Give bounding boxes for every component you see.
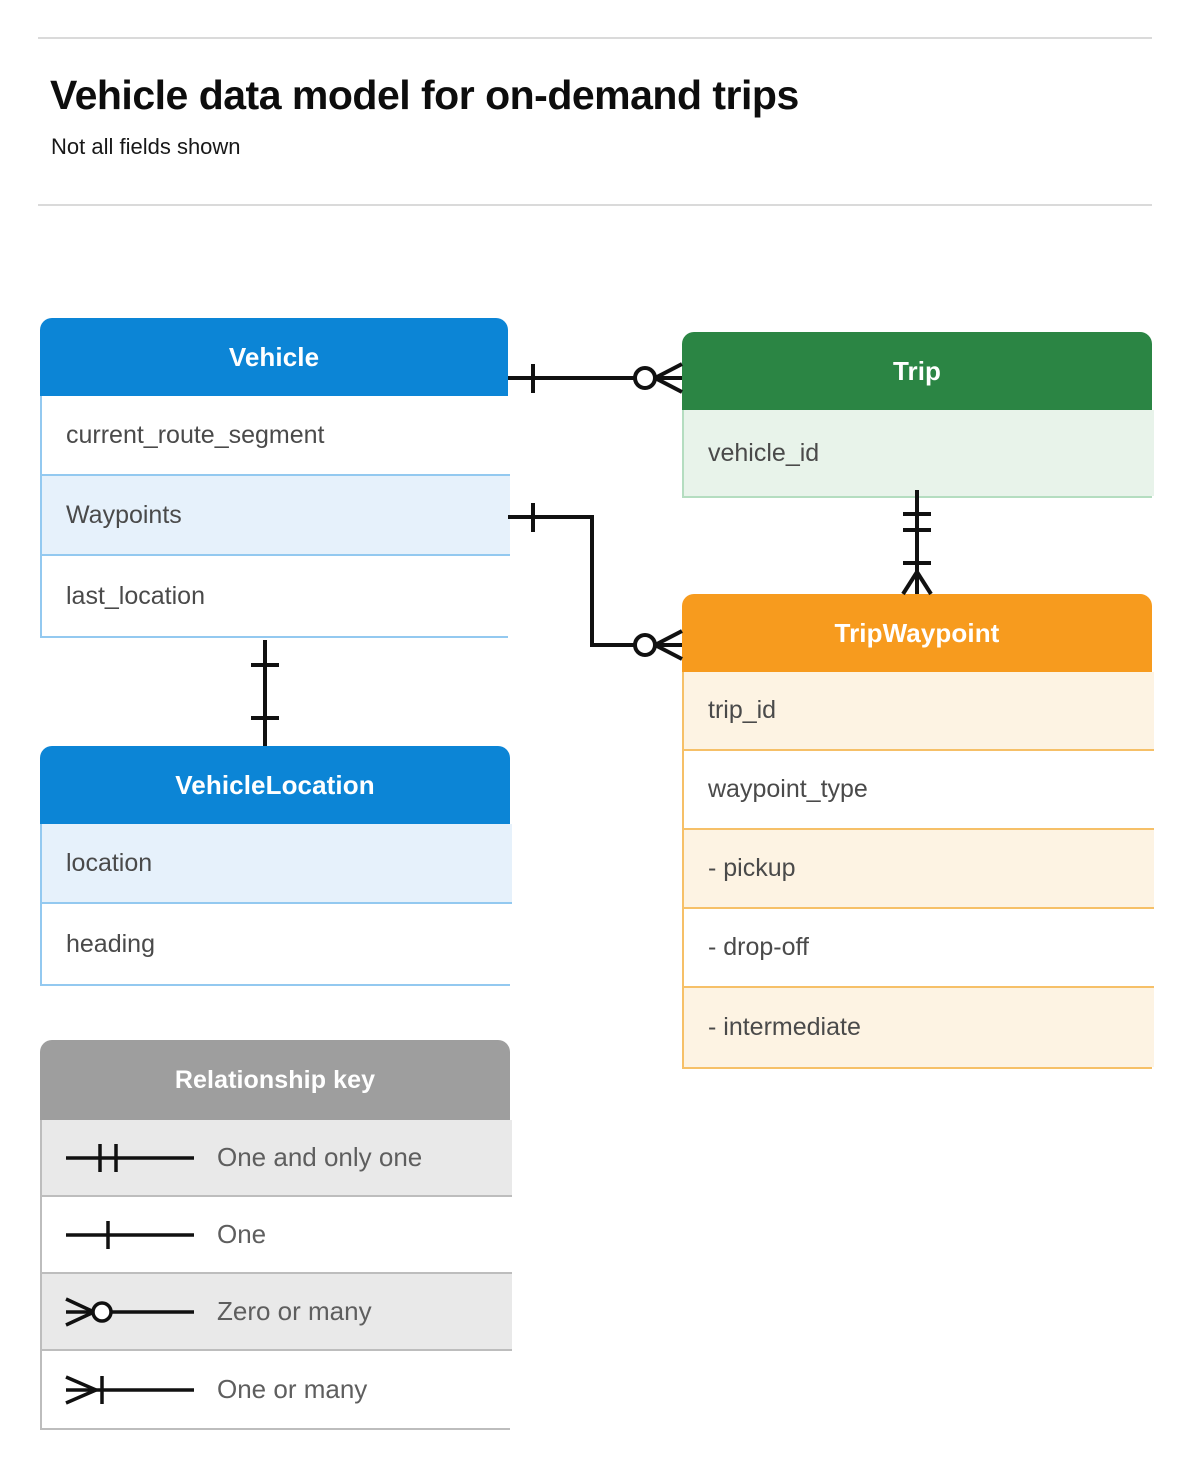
entity-vehiclelocation[interactable]: VehicleLocation location heading: [40, 746, 512, 986]
field-waypoint-type-intermediate[interactable]: - intermediate: [684, 988, 1154, 1067]
one-and-only-one-icon: [42, 1120, 217, 1195]
connector-trip-tripwaypoint: [901, 490, 933, 596]
one-icon: [42, 1197, 217, 1272]
field-waypoint-type-pickup[interactable]: - pickup: [684, 830, 1154, 909]
field-location[interactable]: location: [42, 824, 512, 904]
field-last-location[interactable]: last_location: [42, 556, 510, 636]
field-trip-id[interactable]: trip_id: [684, 672, 1154, 751]
legend-label-one-or-many: One or many: [217, 1374, 368, 1404]
legend-rows: One and only one One Zero: [40, 1120, 512, 1430]
legend-label-one-and-only-one: One and only one: [217, 1142, 423, 1172]
entity-trip-fields: vehicle_id: [682, 410, 1154, 498]
connector-vehicle-vehiclelocation: [251, 640, 279, 746]
legend-row-one-and-only-one: One and only one: [42, 1120, 512, 1197]
bottom-divider: [38, 204, 1152, 206]
one-or-many-icon: [42, 1351, 217, 1428]
legend-title: Relationship key: [40, 1040, 510, 1120]
legend-row-one-or-many: One or many: [42, 1351, 512, 1428]
legend-row-zero-or-many: Zero or many: [42, 1274, 512, 1351]
entity-tripwaypoint[interactable]: TripWaypoint trip_id waypoint_type - pic…: [682, 594, 1154, 1069]
legend-label-one: One: [217, 1219, 267, 1249]
field-waypoint-type-dropoff[interactable]: - drop-off: [684, 909, 1154, 988]
top-divider: [38, 37, 1152, 39]
page-title: Vehicle data model for on-demand trips: [50, 72, 799, 118]
relationship-key-legend: Relationship key One and only one One: [40, 1040, 512, 1430]
entity-vehicle-fields: current_route_segment Waypoints last_loc…: [40, 396, 510, 638]
connector-waypoints-tripwaypoint: [508, 503, 683, 661]
entity-vehiclelocation-fields: location heading: [40, 824, 512, 986]
legend-label-zero-or-many: Zero or many: [217, 1296, 372, 1326]
entity-tripwaypoint-fields: trip_id waypoint_type - pickup - drop-of…: [682, 672, 1154, 1069]
zero-or-many-icon: [42, 1274, 217, 1349]
legend-row-one: One: [42, 1197, 512, 1274]
page-subtitle: Not all fields shown: [51, 134, 241, 159]
field-heading[interactable]: heading: [42, 904, 512, 984]
entity-vehicle-title: Vehicle: [40, 318, 508, 396]
connector-vehicle-trip: [508, 362, 683, 394]
field-current-route-segment[interactable]: current_route_segment: [42, 396, 510, 476]
entity-trip[interactable]: Trip vehicle_id: [682, 332, 1154, 498]
field-waypoint-type[interactable]: waypoint_type: [684, 751, 1154, 830]
entity-tripwaypoint-title: TripWaypoint: [682, 594, 1152, 672]
entity-trip-title: Trip: [682, 332, 1152, 410]
field-waypoints[interactable]: Waypoints: [42, 476, 510, 556]
entity-vehiclelocation-title: VehicleLocation: [40, 746, 510, 824]
field-vehicle-id[interactable]: vehicle_id: [684, 410, 1154, 496]
entity-vehicle[interactable]: Vehicle current_route_segment Waypoints …: [40, 318, 510, 638]
